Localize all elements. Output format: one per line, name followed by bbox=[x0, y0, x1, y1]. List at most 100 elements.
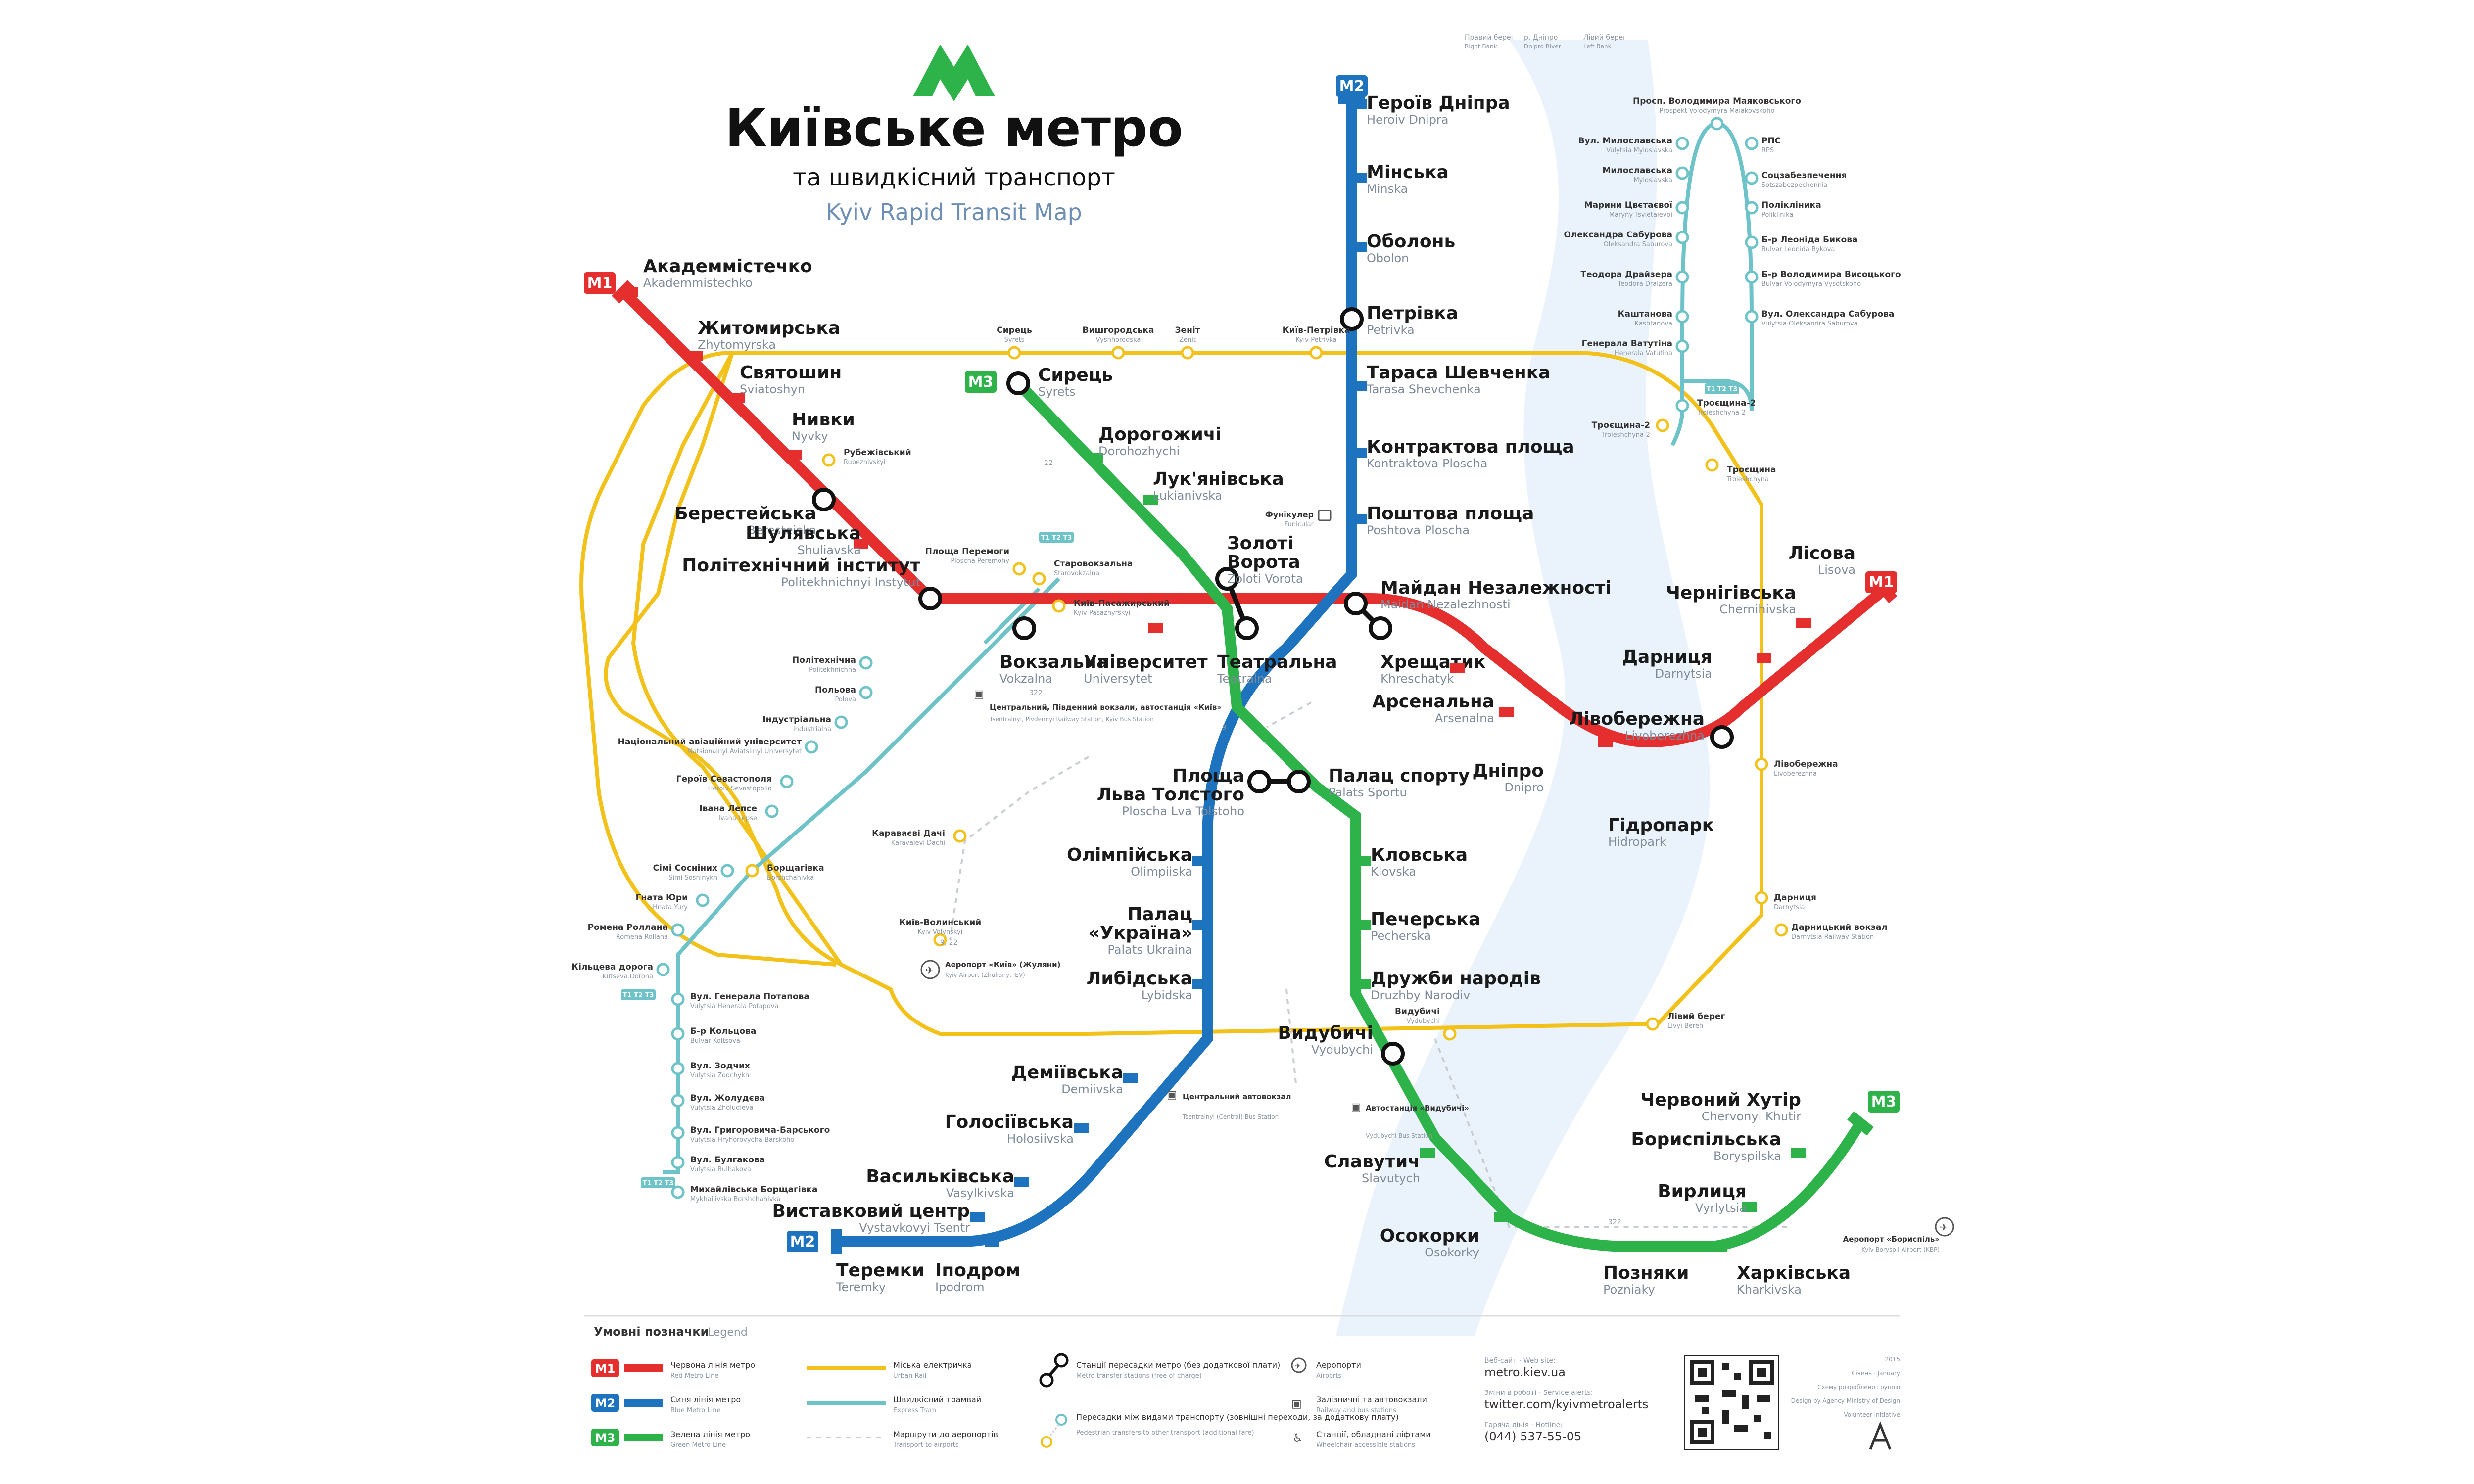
qr-code[interactable] bbox=[1684, 1355, 1779, 1450]
twitter-link[interactable]: twitter.com/kyivmetroalerts bbox=[1484, 1397, 1649, 1411]
station-tram-w-3[interactable]: Національний авіаційний університетNatsi… bbox=[618, 737, 818, 755]
station-blue-10[interactable]: Палац«Україна»Palats Ukraina bbox=[1089, 904, 1207, 957]
